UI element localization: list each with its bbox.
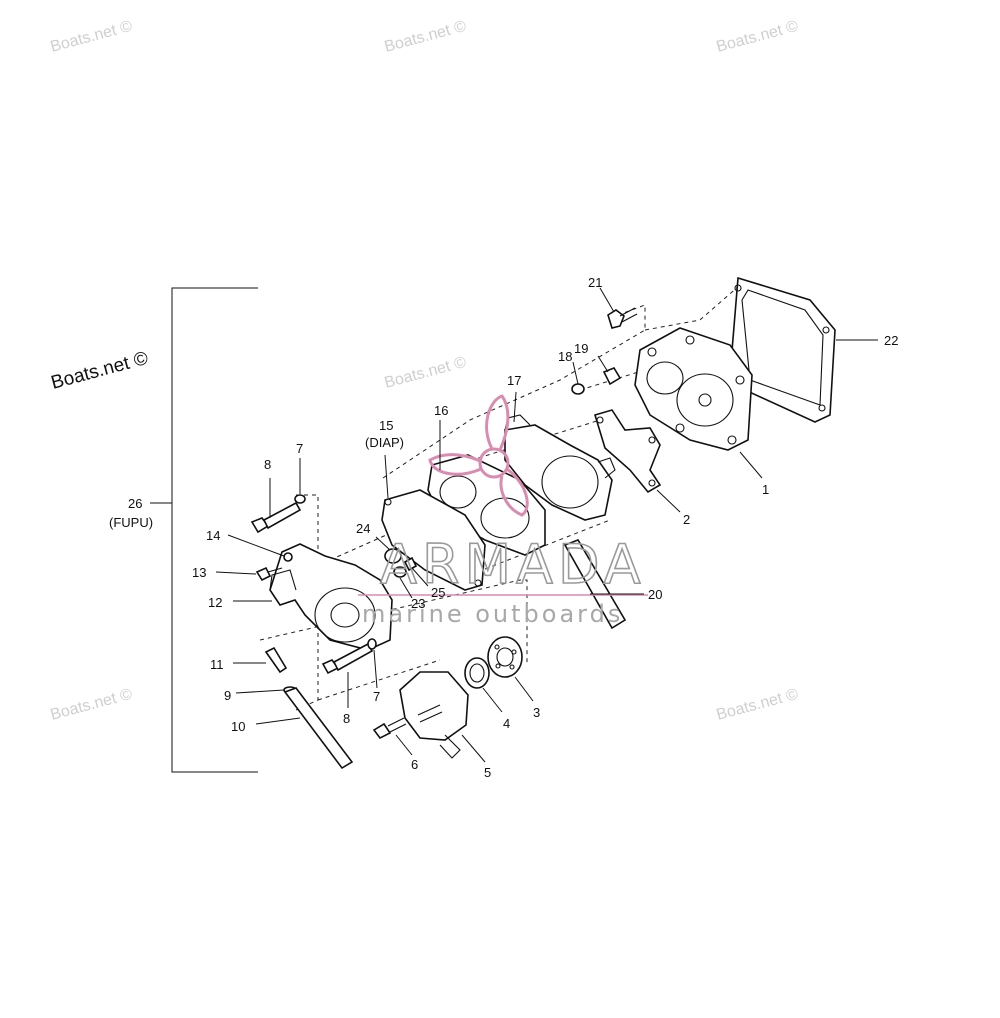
callout-18: 18 <box>558 349 572 364</box>
callout-26: 26 <box>128 496 142 511</box>
watermark-text: Boats.net © <box>49 18 135 56</box>
callout-25: 25 <box>431 585 445 600</box>
watermark-text: Boats.net © <box>383 18 469 56</box>
callout-3: 3 <box>533 705 540 720</box>
watermark-text: Boats.net © <box>49 348 151 394</box>
assembly-bracket <box>150 287 258 773</box>
callout-24: 24 <box>356 521 370 536</box>
propeller-icon <box>428 394 529 517</box>
leader-lines <box>215 287 878 763</box>
callout-5: 5 <box>484 765 491 780</box>
part-11-fitting <box>264 646 288 674</box>
callout-12: 12 <box>208 595 222 610</box>
part-24-valve <box>384 548 402 564</box>
part-3-disc <box>487 636 523 678</box>
brand-tagline: marine outboards <box>362 600 623 628</box>
part-2-plate <box>594 409 662 494</box>
callout-11: 11 <box>210 657 224 672</box>
callout-23: 23 <box>411 596 425 611</box>
watermark-text: Boats.net © <box>715 18 801 56</box>
callout-9: 9 <box>224 688 231 703</box>
callout-19: 19 <box>574 341 588 356</box>
part-14-screw <box>283 552 293 562</box>
callout-7-upper: 7 <box>296 441 303 456</box>
part-4-ring <box>464 657 490 689</box>
part-12-housing <box>269 543 393 651</box>
part-20-hose <box>563 539 627 630</box>
callout-16: 16 <box>434 403 448 418</box>
callout-7-lower: 7 <box>373 689 380 704</box>
part-15-diaphragm <box>381 489 486 591</box>
callout-2: 2 <box>683 512 690 527</box>
callout-13: 13 <box>192 565 206 580</box>
part-18-nut <box>571 383 585 395</box>
part-10-hose <box>283 687 354 770</box>
callout-14: 14 <box>206 528 220 543</box>
brand-logo: ARMADA marine outboards <box>358 394 648 628</box>
callout-21: 21 <box>588 275 602 290</box>
part-7-washer-upper <box>294 494 306 504</box>
callout-labels: 1 2 3 4 5 6 7 7 8 8 9 10 11 12 13 14 15 … <box>109 275 898 780</box>
part-7-washer-lower <box>367 638 377 650</box>
watermark-text: Boats.net © <box>49 686 135 724</box>
watermark-text: Boats.net © <box>715 686 801 724</box>
part-8-bolt-upper <box>250 501 302 534</box>
watermark-text: Boats.net © <box>383 354 469 392</box>
callout-8-upper: 8 <box>264 457 271 472</box>
part-6-screw <box>372 717 407 740</box>
part-13-screw <box>255 566 283 582</box>
callout-8-lower: 8 <box>343 711 350 726</box>
callout-10: 10 <box>231 719 245 734</box>
callout-22: 22 <box>884 333 898 348</box>
part-5-cover <box>399 671 469 759</box>
callout-17: 17 <box>507 373 521 388</box>
callout-6: 6 <box>411 757 418 772</box>
part-8-bolt-lower <box>321 642 374 675</box>
part-1-pump-body <box>634 327 753 451</box>
part-17-cover <box>504 414 616 521</box>
callout-15: 15 <box>379 418 393 433</box>
callout-20: 20 <box>648 587 662 602</box>
part-23-valve <box>393 566 407 578</box>
callout-15-sub: (DIAP) <box>365 435 404 450</box>
callout-26-sub: (FUPU) <box>109 515 153 530</box>
part-21-screw <box>607 307 638 329</box>
callout-4: 4 <box>503 716 510 731</box>
brand-name: ARMADA <box>380 533 646 596</box>
callout-1: 1 <box>762 482 769 497</box>
part-25-screw <box>403 556 418 572</box>
